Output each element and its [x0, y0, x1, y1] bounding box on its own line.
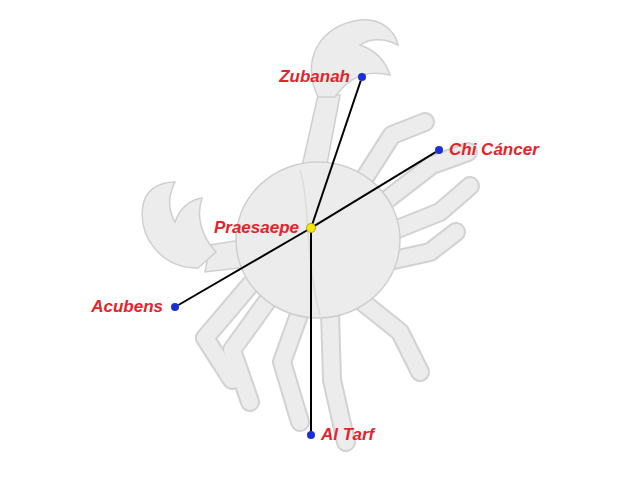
star-dot: Zubanah: [358, 73, 366, 81]
star-dot: Chi Cáncer: [435, 146, 443, 154]
constellation-line: [178, 230, 307, 305]
star-name: Zubanah: [279, 67, 350, 87]
star-name: Chi Cáncer: [449, 140, 539, 160]
star-dot: Acubens: [171, 303, 179, 311]
star-name: Acubens: [91, 297, 163, 317]
star-dot: Praesaepe: [307, 224, 315, 232]
star-name: Praesaepe: [214, 218, 299, 238]
star-dot: Al Tarf: [307, 431, 315, 439]
constellation-line: [314, 152, 435, 226]
star-name: Al Tarf: [321, 425, 374, 445]
constellation-line: [311, 232, 312, 431]
